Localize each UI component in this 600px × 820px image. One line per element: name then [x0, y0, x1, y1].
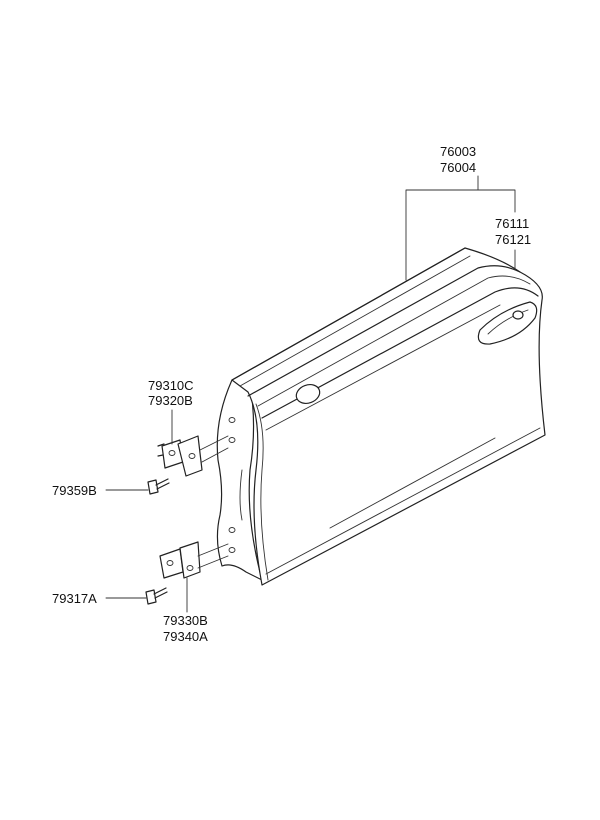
label-lower-hinge-1: 79330B [163, 613, 208, 628]
label-upper-hinge-2: 79320B [148, 393, 193, 408]
leader-lines [105, 175, 516, 613]
label-lower-bolt: 79317A [52, 591, 97, 606]
label-upper-hinge-1: 79310C [148, 378, 194, 393]
lower-bolt-icon [145, 587, 168, 605]
label-lower-hinge-2: 79340A [163, 629, 208, 644]
part-labels: 76003 76004 76111 76121 79310C 79320B 79… [52, 144, 531, 644]
label-door-panel-2: 76004 [440, 160, 476, 175]
upper-hinge [157, 435, 229, 477]
door-assembly [216, 247, 546, 586]
label-upper-bolt: 79359B [52, 483, 97, 498]
lower-hinge [159, 541, 229, 579]
label-door-panel-1: 76003 [440, 144, 476, 159]
label-outer-panel-2: 76121 [495, 232, 531, 247]
upper-bolt-icon [147, 478, 170, 495]
label-outer-panel-1: 76111 [495, 216, 529, 231]
